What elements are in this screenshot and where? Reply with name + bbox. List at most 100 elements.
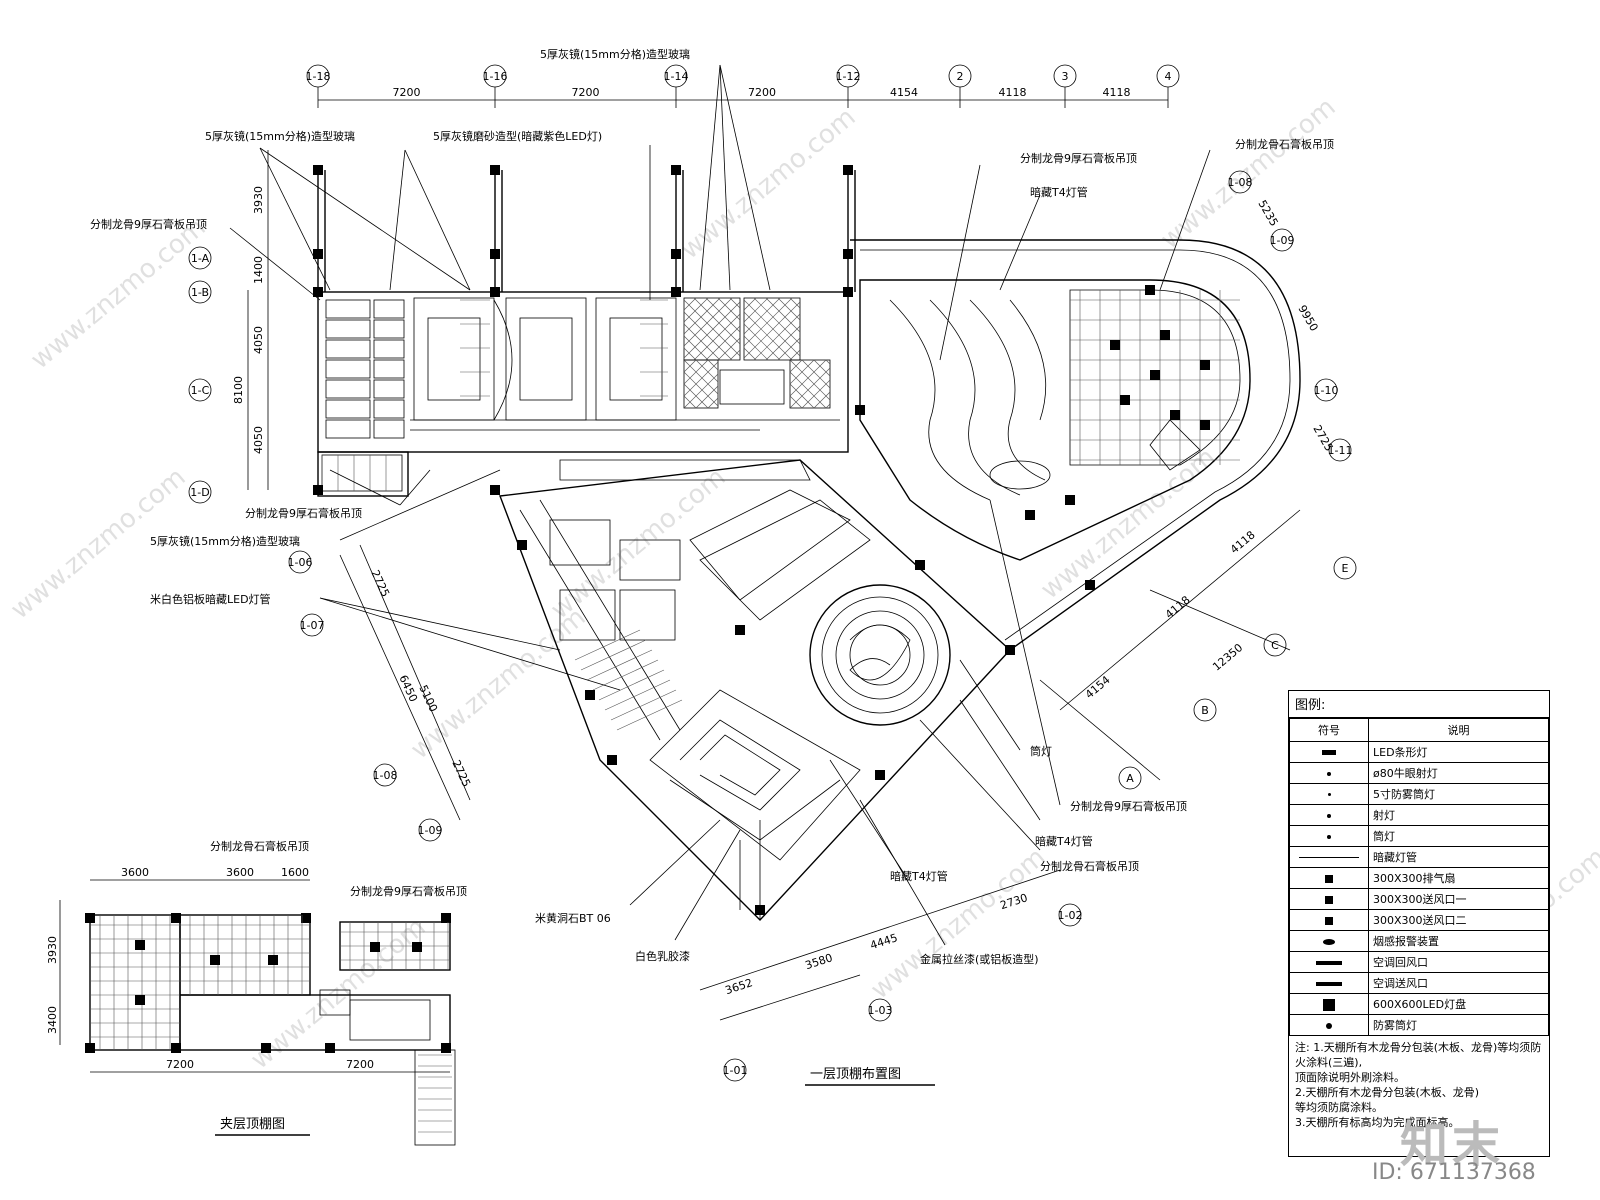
legend-row: 空调送风口 (1289, 972, 1549, 994)
column (843, 249, 853, 259)
lobby (499, 459, 1011, 922)
axis-label: 1-B (191, 286, 209, 299)
axis-bubble (1118, 766, 1142, 790)
logo: 知末 (1400, 1117, 1505, 1173)
legend-row: LED条形灯 (1289, 741, 1549, 763)
legend-desc: ø80牛眼射灯 (1368, 762, 1549, 784)
legend-row: 射灯 (1289, 804, 1549, 826)
dimension-label: 4445 (869, 931, 900, 952)
column (1085, 580, 1095, 590)
axis-label: 1-08 (1228, 176, 1253, 189)
dimension-label: 5235 (1255, 198, 1280, 229)
axis-label: 1-09 (418, 824, 443, 837)
legend-desc: 筒灯 (1368, 825, 1549, 847)
legend-row: 烟感报警装置 (1289, 930, 1549, 952)
legend-symbol-icon (1289, 741, 1369, 763)
column (1065, 495, 1075, 505)
annotation: 金属拉丝漆(或铝板造型) (920, 952, 1039, 966)
dimension-label: 4118 (1228, 528, 1258, 556)
dimension-label: 4050 (252, 426, 265, 454)
axis-label: 1-14 (664, 70, 689, 83)
legend-col-symbol: 符号 (1289, 718, 1369, 742)
dimension-label: 8100 (232, 376, 245, 404)
column (755, 905, 765, 915)
legend-row: 300X300送风口二 (1289, 909, 1549, 931)
legend-row: 空调回风口 (1289, 951, 1549, 973)
annotation: 5厚灰镜磨砂造型(暗藏紫色LED灯) (433, 129, 602, 143)
legend-symbol-icon (1289, 867, 1369, 889)
legend-symbol-icon (1289, 909, 1369, 931)
dimension-label: 3600 (121, 866, 149, 879)
southwest-axis: 1-061-071-081-09 (288, 544, 471, 842)
axis-label: 1-D (190, 486, 209, 499)
column (671, 287, 681, 297)
column (301, 913, 311, 923)
column (261, 1043, 271, 1053)
left-axis: 1-A1-B1-C1-D1-081-091-101-11 (188, 150, 1353, 504)
dimension-label: 4050 (252, 326, 265, 354)
watermark: www.znzmo.com (405, 602, 591, 765)
legend-desc: 600X600LED灯盘 (1368, 993, 1549, 1015)
column (843, 287, 853, 297)
column (490, 165, 500, 175)
column (490, 485, 500, 495)
legend-notes: 注: 1.天棚所有木龙骨分包装(木板、龙骨)等均须防火涂料(三遍), 顶面除说明… (1289, 1036, 1549, 1134)
column (671, 249, 681, 259)
annotations: 5厚灰镜(15mm分格)造型玻璃 5厚灰镜(15mm分格)造型玻璃 5厚灰镜磨砂… (90, 47, 1334, 1136)
dimension-label: 7200 (346, 1058, 374, 1071)
axis-label: 1-12 (836, 70, 861, 83)
axis-label: 1-07 (300, 619, 325, 632)
legend-row: 筒灯 (1289, 825, 1549, 847)
axis-label: 3 (1062, 70, 1069, 83)
watermark: www.znzmo.com (245, 912, 431, 1075)
note-line: 等均须防腐涂料。 (1295, 1101, 1383, 1114)
dimension-label: 4154 (1083, 673, 1113, 701)
legend-desc: 暗藏灯管 (1368, 846, 1549, 868)
legend-symbol-icon (1289, 783, 1369, 805)
axis-bubble (188, 246, 212, 270)
annotation: 米黄洞石BT 06 (535, 911, 611, 925)
column (313, 249, 323, 259)
legend-desc: 空调回风口 (1368, 951, 1549, 973)
dimension-label: 7200 (572, 86, 600, 99)
axis-label: 1-08 (373, 769, 398, 782)
axis-bubble (1058, 903, 1082, 927)
legend-symbol-icon (1289, 972, 1369, 994)
axis-bubble (1263, 633, 1287, 657)
watermark: www.znzmo.com (1035, 442, 1221, 605)
legend-desc: 300X300送风口一 (1368, 888, 1549, 910)
axis-bubble (373, 763, 397, 787)
axis-bubble (1333, 556, 1357, 580)
axis-bubble (188, 480, 212, 504)
axis-bubble (1270, 228, 1294, 252)
east-wing (850, 239, 1301, 651)
column (441, 1043, 451, 1053)
column (313, 287, 323, 297)
dimension-label: 2725 (449, 758, 473, 789)
column (490, 287, 500, 297)
axis-label: 1-01 (723, 1064, 748, 1077)
legend-col-desc: 说明 (1368, 718, 1549, 742)
bottom-axis: 1-021-031-01 (699, 869, 1082, 1082)
axis-label: E (1342, 562, 1349, 575)
column (875, 770, 885, 780)
dimension-label: 3930 (252, 186, 265, 214)
legend-row: 5寸防雾筒灯 (1289, 783, 1549, 805)
column (607, 755, 617, 765)
column (1005, 645, 1015, 655)
column (735, 625, 745, 635)
legend-row: 300X300排气扇 (1289, 867, 1549, 889)
legend-symbol-icon (1289, 993, 1369, 1015)
column (855, 405, 865, 415)
west-wing (317, 170, 856, 497)
dimension-label: 3652 (724, 976, 755, 997)
annotation: 分制龙骨9厚石膏板吊顶 (1020, 151, 1137, 165)
axis-label: 1-11 (1328, 444, 1353, 457)
dimension-label: 3400 (46, 1006, 59, 1034)
axis-label: 1-09 (1270, 234, 1295, 247)
annotation: 暗藏T4灯管 (890, 869, 948, 883)
legend-desc: LED条形灯 (1368, 741, 1549, 763)
axis-label: 1-16 (483, 70, 508, 83)
